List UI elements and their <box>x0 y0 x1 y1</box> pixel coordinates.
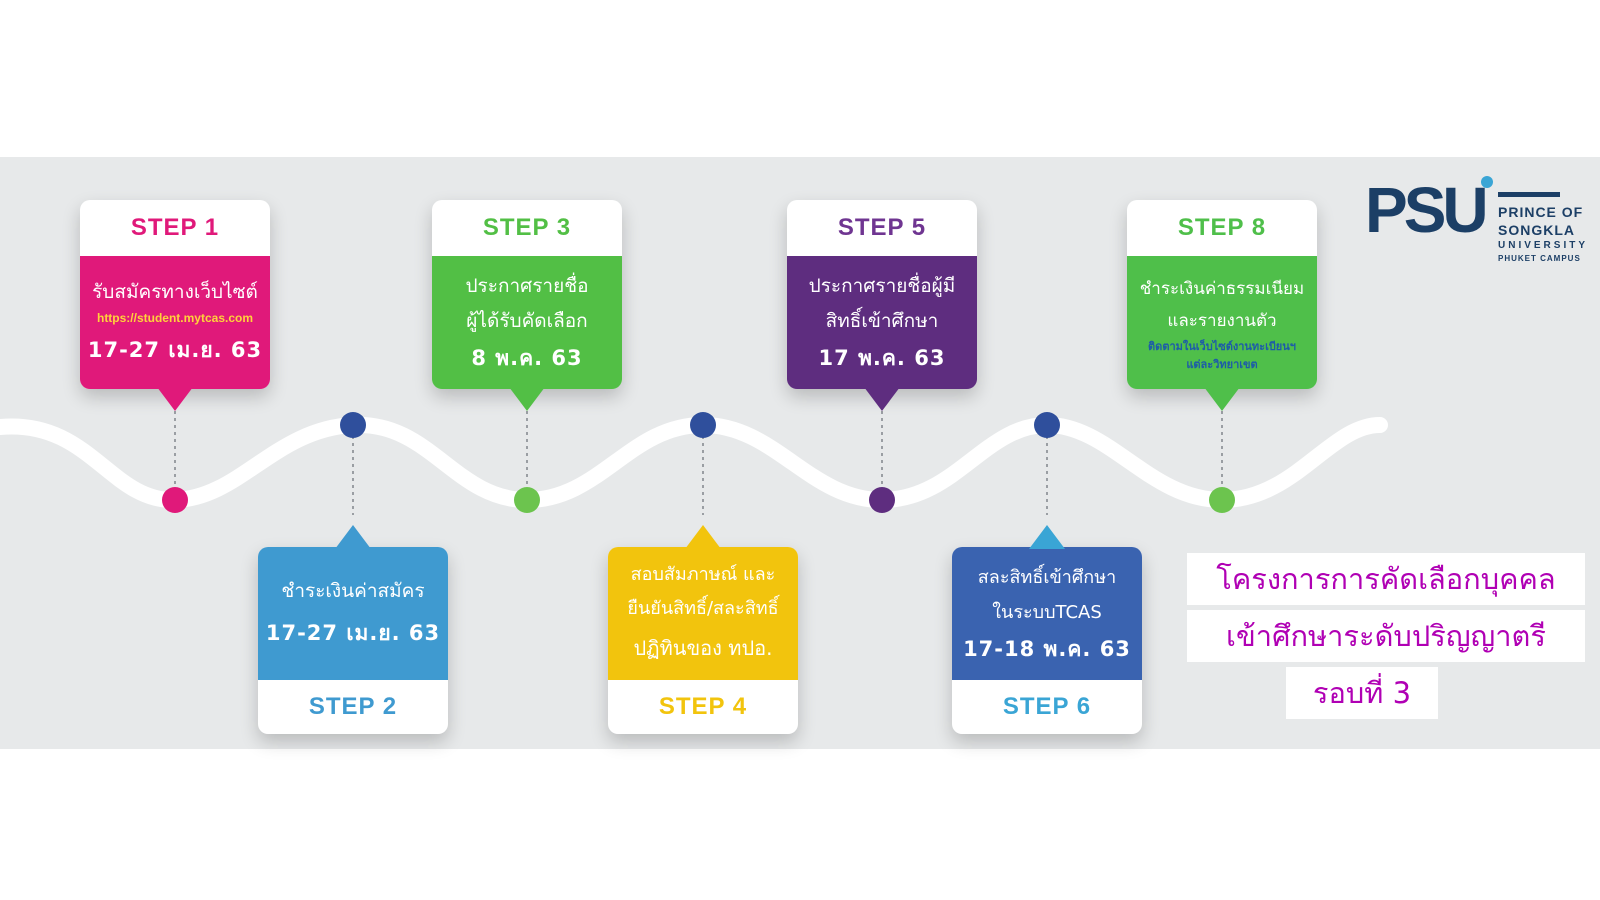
pointer <box>335 525 371 549</box>
pointer <box>509 387 545 411</box>
step-date: 17-18 พ.ค. 63 <box>963 636 1131 661</box>
step-body: สอบสัมภาษณ์ และ ยืนยันสิทธิ์/สละสิทธิ์ ป… <box>608 525 798 680</box>
step-url: https://student.mytcas.com <box>96 311 254 325</box>
step-text: ประกาศรายชื่อ <box>465 274 589 297</box>
step-text: ประกาศรายชื่อผู้มี <box>808 274 956 297</box>
step-text: ในระบบTCAS <box>992 601 1102 623</box>
step-date: 17 พ.ค. 63 <box>818 345 946 370</box>
step-label: STEP 6 <box>1002 693 1092 720</box>
step-body: ประกาศรายชื่อผู้มี สิทธิ์เข้าศึกษา 17 พ.… <box>787 256 977 411</box>
step-body: รับสมัครทางเว็บไซต์ https://student.mytc… <box>80 256 270 411</box>
step-body: ชำระเงินค่าสมัคร 17-27 เม.ย. 63 <box>258 525 448 680</box>
step-body: สละสิทธิ์เข้าศึกษา ในระบบTCAS 17-18 พ.ค.… <box>952 525 1142 680</box>
logo-bar <box>1498 192 1560 197</box>
step-body: ชำระเงินค่าธรรมเนียม และรายงานตัว ติดตาม… <box>1127 256 1317 411</box>
step-card-4: สอบสัมภาษณ์ และ ยืนยันสิทธิ์/สละสิทธิ์ ป… <box>608 525 798 734</box>
step-text: ผู้ได้รับคัดเลือก <box>466 309 588 332</box>
step-label: STEP 2 <box>308 693 398 720</box>
step-label: STEP 1 <box>130 214 220 241</box>
step-date: 8 พ.ค. 63 <box>471 345 583 370</box>
psu-logo-text: PRINCE OF SONGKLA UNIVERSITY PHUKET CAMP… <box>1498 192 1588 265</box>
node-step6 <box>1034 412 1060 438</box>
node-step3 <box>514 487 540 513</box>
node-step1 <box>162 487 188 513</box>
step-text: ชำระเงินค่าสมัคร <box>281 580 425 602</box>
pointer <box>1029 525 1065 549</box>
program-title-line2: เข้าศึกษาระดับปริญญาตรี <box>1187 610 1585 662</box>
logo-line: UNIVERSITY <box>1498 240 1589 251</box>
step-card-2: ชำระเงินค่าสมัคร 17-27 เม.ย. 63 STEP 2 <box>258 525 448 734</box>
node-step5 <box>869 487 895 513</box>
step-card-8: STEP 8 ชำระเงินค่าธรรมเนียม และรายงานตัว… <box>1127 200 1317 411</box>
step-label: STEP 8 <box>1177 214 1267 241</box>
step-text: ปฏิทินของ ทปอ. <box>633 635 773 660</box>
step-card-1: STEP 1 รับสมัครทางเว็บไซต์ https://stude… <box>80 200 270 411</box>
program-title-line1: โครงการการคัดเลือกบุคคล <box>1187 553 1585 605</box>
step-label: STEP 4 <box>658 693 748 720</box>
pointer <box>1204 387 1240 411</box>
node-step2 <box>340 412 366 438</box>
step-text: รับสมัครทางเว็บไซต์ <box>92 281 258 303</box>
psu-logo-mark: PSU <box>1365 174 1493 246</box>
psu-logo: PSU PRINCE OF SONGKLA UNIVERSITY PHUKET … <box>1365 170 1595 263</box>
step-date: 17-27 เม.ย. 63 <box>265 621 441 645</box>
pointer <box>157 387 193 411</box>
timeline-wave <box>0 397 1388 515</box>
svg-text:PSU: PSU <box>1365 174 1485 246</box>
step-label: STEP 3 <box>482 214 572 241</box>
logo-line: PHUKET CAMPUS <box>1498 254 1581 263</box>
step-label: STEP 5 <box>837 214 927 241</box>
step-text: ยืนยันสิทธิ์/สละสิทธิ์ <box>627 597 779 619</box>
logo-line: PRINCE OF <box>1498 204 1584 220</box>
step-body: ประกาศรายชื่อ ผู้ได้รับคัดเลือก 8 พ.ค. 6… <box>432 256 622 411</box>
step-card-6: สละสิทธิ์เข้าศึกษา ในระบบTCAS 17-18 พ.ค.… <box>952 525 1142 734</box>
step-note: แต่ละวิทยาเขต <box>1186 357 1258 371</box>
step-card-3: STEP 3 ประกาศรายชื่อ ผู้ได้รับคัดเลือก 8… <box>432 200 622 411</box>
pointer <box>685 525 721 549</box>
step-card-5: STEP 5 ประกาศรายชื่อผู้มี สิทธิ์เข้าศึกษ… <box>787 200 977 411</box>
program-title-line3: รอบที่ 3 <box>1286 667 1438 719</box>
step-note: ติดตามในเว็บไซต์งานทะเบียนฯ <box>1148 339 1296 353</box>
step-text: สอบสัมภาษณ์ และ <box>630 563 776 585</box>
step-text: สละสิทธิ์เข้าศึกษา <box>977 566 1117 588</box>
step-text: และรายงานตัว <box>1167 310 1277 331</box>
logo-line: SONGKLA <box>1498 222 1575 238</box>
pointer <box>864 387 900 411</box>
step-text: ชำระเงินค่าธรรมเนียม <box>1139 278 1305 299</box>
node-step4 <box>690 412 716 438</box>
node-step8 <box>1209 487 1235 513</box>
step-date: 17-27 เม.ย. 63 <box>87 338 263 362</box>
step-text: สิทธิ์เข้าศึกษา <box>825 309 939 332</box>
